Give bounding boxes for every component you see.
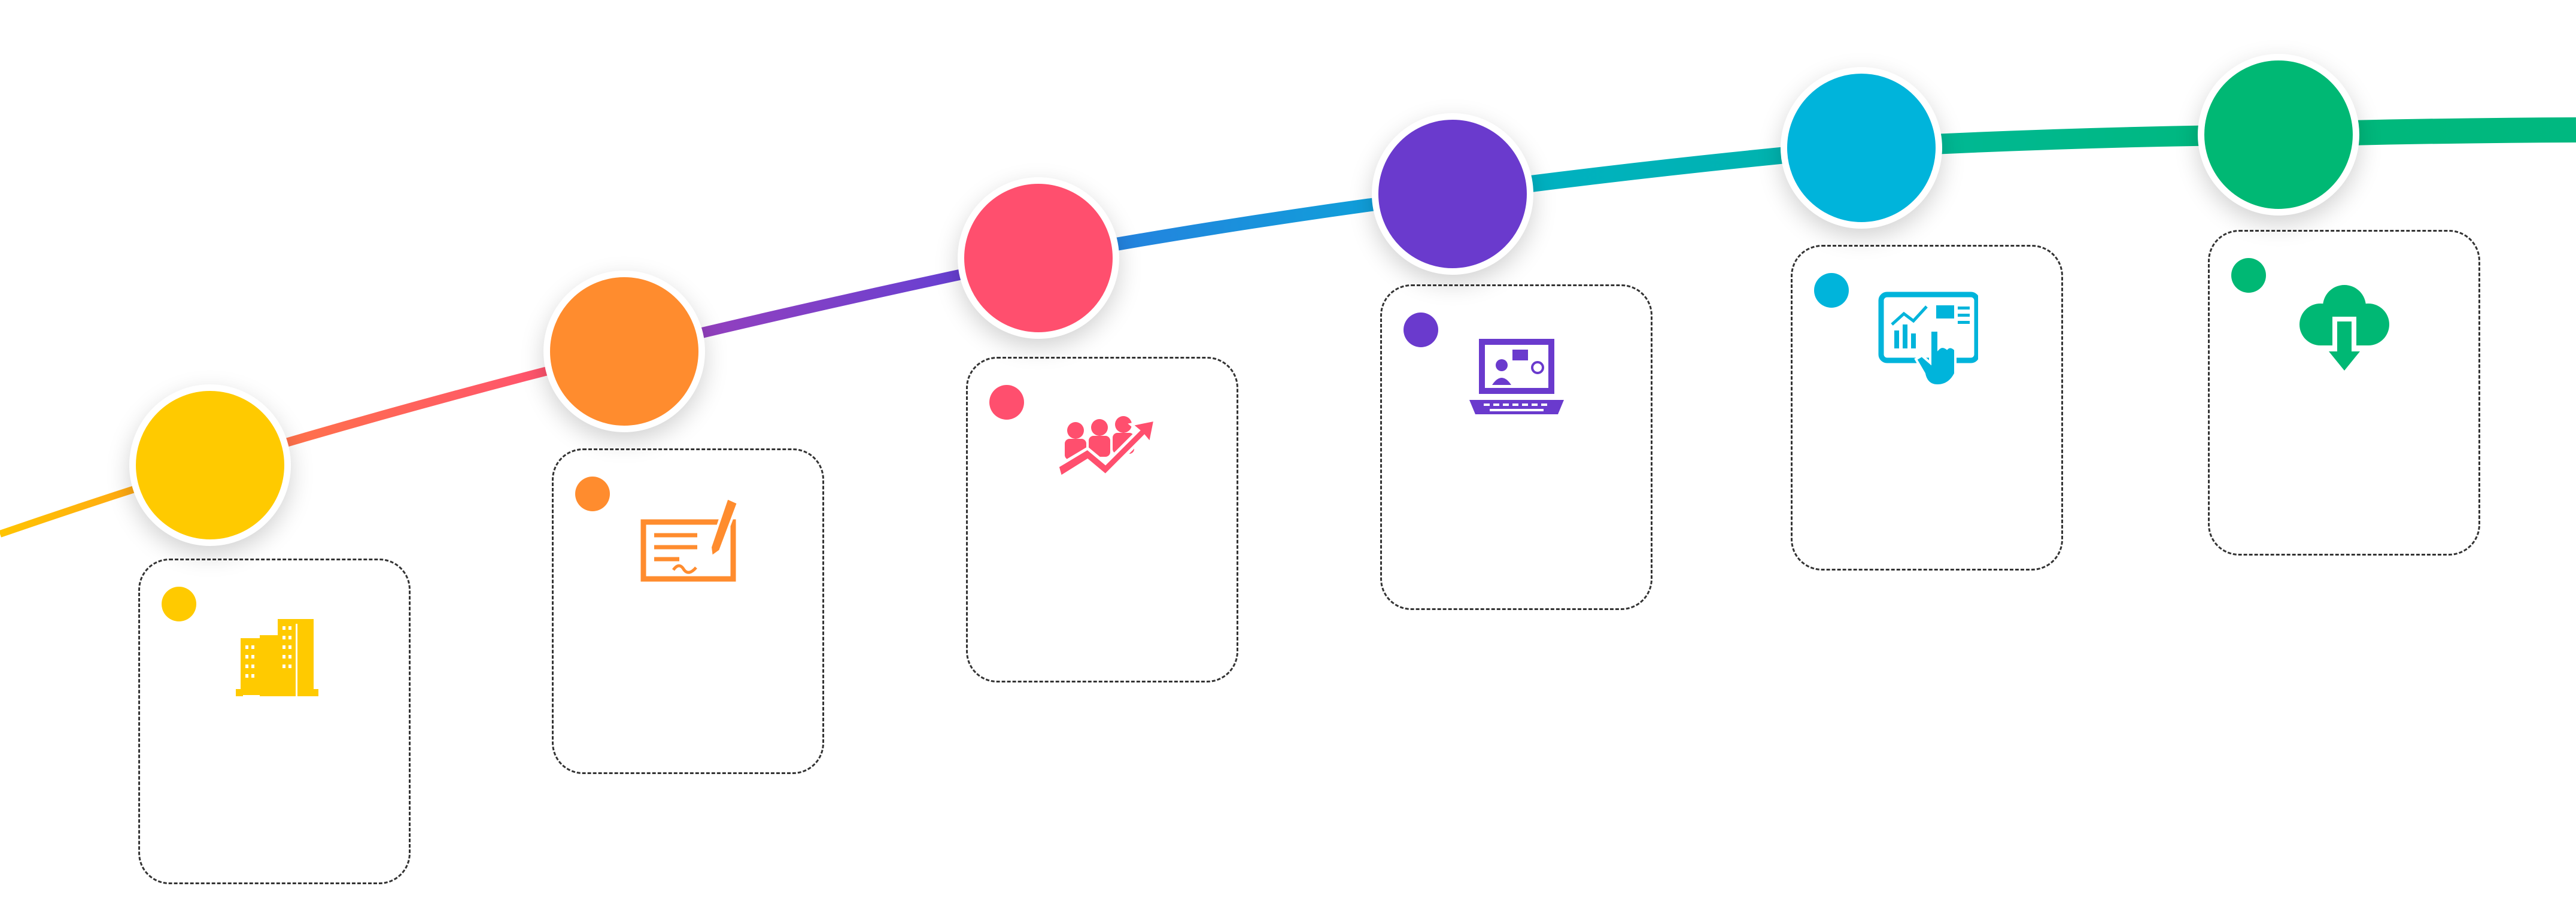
step-card-1 bbox=[138, 559, 411, 884]
step-node-2 bbox=[543, 271, 705, 432]
team-growth-icon bbox=[1052, 401, 1158, 502]
step-dot bbox=[575, 477, 610, 511]
step-card-2 bbox=[552, 448, 824, 774]
step-dot bbox=[1814, 273, 1849, 308]
buildings-icon bbox=[224, 602, 326, 704]
laptop-video-call-icon bbox=[1466, 328, 1568, 430]
step-node-1 bbox=[129, 384, 291, 546]
cloud-download-icon bbox=[2294, 274, 2395, 375]
step-node-6 bbox=[2198, 54, 2359, 216]
step-dot bbox=[2231, 258, 2266, 293]
step-node-4 bbox=[1372, 113, 1533, 275]
step-card-3 bbox=[966, 357, 1238, 682]
step-node-5 bbox=[1781, 67, 1942, 229]
step-dot bbox=[1404, 313, 1438, 347]
step-dot bbox=[162, 587, 196, 621]
step-card-6 bbox=[2208, 230, 2480, 556]
step-dot bbox=[989, 385, 1024, 420]
contract-signing-icon bbox=[637, 492, 740, 594]
step-card-5 bbox=[1791, 245, 2063, 571]
step-node-3 bbox=[958, 177, 1119, 339]
tablet-analytics-touch-icon bbox=[1876, 289, 1980, 390]
step-card-4 bbox=[1380, 284, 1652, 610]
